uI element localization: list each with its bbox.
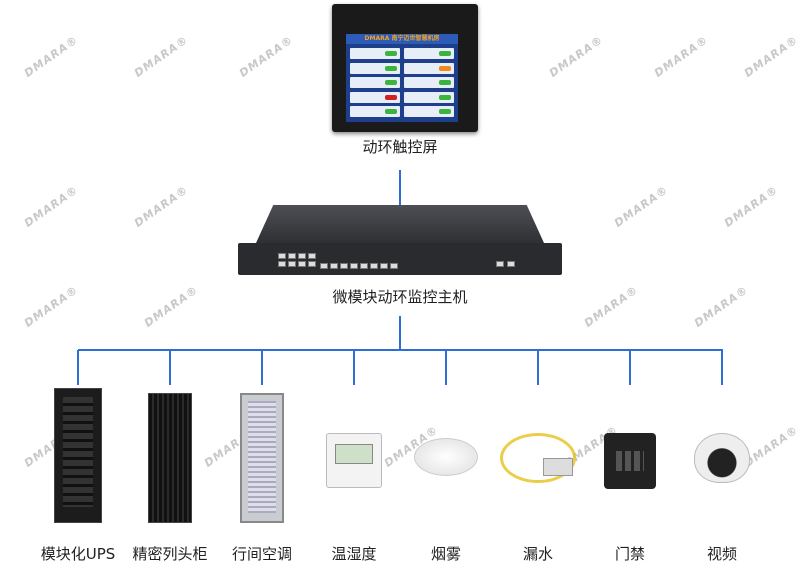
touch-screen-image: DMARA 南宁迈世智慧机房 (332, 4, 478, 132)
monitoring-host-label: 微模块动环监控主机 (332, 288, 468, 306)
ethernet-port (308, 261, 316, 267)
ethernet-port (298, 253, 306, 259)
monitoring-host-image (238, 205, 562, 277)
connector-bus (78, 349, 723, 351)
watermark: DMARA® (131, 183, 191, 230)
subsystem-label: 模块化UPS (40, 545, 116, 563)
watermark: DMARA® (236, 33, 296, 80)
subsystem-label: 精密列头柜 (132, 545, 208, 563)
ethernet-port (320, 263, 328, 269)
subsystem-label: 门禁 (614, 545, 645, 563)
watermark: DMARA® (741, 33, 800, 80)
watermark: DMARA® (21, 33, 81, 80)
connector-drop (353, 350, 355, 385)
ethernet-port (308, 253, 316, 259)
screen-tile (350, 48, 400, 59)
screen-tile (404, 106, 454, 117)
subsystem-label: 视频 (706, 545, 737, 563)
connector-screen-host (399, 170, 401, 206)
watermark: DMARA® (721, 183, 781, 230)
screen-tile (404, 77, 454, 88)
screen-tile (350, 91, 400, 103)
ethernet-port (298, 261, 306, 267)
ethernet-port (380, 263, 388, 269)
touch-screen-label: 动环触控屏 (362, 138, 438, 156)
watermark: DMARA® (131, 33, 191, 80)
ethernet-port (360, 263, 368, 269)
ethernet-port (278, 261, 286, 267)
screen-tile (350, 77, 400, 88)
subsystem-label: 行间空调 (231, 545, 292, 563)
watermark: DMARA® (21, 183, 81, 230)
connector-drop (537, 350, 539, 385)
ethernet-port (288, 253, 296, 259)
screen-title: DMARA 南宁迈世智慧机房 (346, 34, 458, 44)
screen: DMARA 南宁迈世智慧机房 (346, 34, 458, 122)
connector-drop (445, 350, 447, 385)
ethernet-port (496, 261, 504, 267)
watermark: DMARA® (546, 33, 606, 80)
connector-drop (77, 350, 79, 385)
watermark: DMARA® (141, 283, 201, 330)
connector-drop (721, 350, 723, 385)
watermark: DMARA® (611, 183, 671, 230)
subsystem-label: 温湿度 (331, 545, 377, 563)
watermark: DMARA® (581, 283, 641, 330)
subsystem-label: 烟雾 (430, 545, 461, 563)
screen-tile (404, 48, 454, 59)
screen-tile (350, 62, 400, 74)
screen-tile (404, 91, 454, 103)
screen-tile (350, 106, 400, 117)
connector-drop (629, 350, 631, 385)
connector-drop (169, 350, 171, 385)
screen-tile (404, 62, 454, 74)
connector-drop (261, 350, 263, 385)
watermark: DMARA® (741, 423, 800, 470)
ethernet-port (288, 261, 296, 267)
ethernet-port (390, 263, 398, 269)
ethernet-port (278, 253, 286, 259)
subsystem-label: 漏水 (522, 545, 553, 563)
ethernet-port (350, 263, 358, 269)
ethernet-port (507, 261, 515, 267)
ethernet-port (330, 263, 338, 269)
connector-host-bus (399, 316, 401, 351)
watermark: DMARA® (691, 283, 751, 330)
watermark: DMARA® (21, 283, 81, 330)
watermark: DMARA® (651, 33, 711, 80)
ethernet-port (340, 263, 348, 269)
ethernet-port (370, 263, 378, 269)
